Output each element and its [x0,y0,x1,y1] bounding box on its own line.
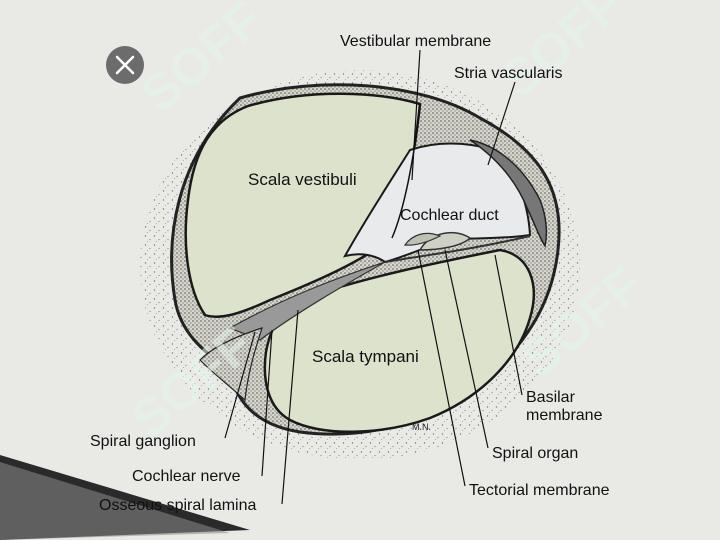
label-stria-vascularis: Stria vascularis [454,65,562,82]
label-vestibular-membrane: Vestibular membrane [340,33,491,50]
label-scala-vestibuli: Scala vestibuli [248,170,357,189]
scala-vestibuli-chamber [184,92,422,318]
leader-lines [224,49,523,505]
spiral-ganglion-structure [199,327,263,402]
basilar-membrane [384,235,531,263]
close-x-icon[interactable] [115,55,135,75]
label-basilar-membrane-line1: Basilar [526,389,576,406]
label-basilar-membrane-line2: membrane [526,407,603,424]
decorative-swoosh-light [0,462,230,540]
label-cochlear-duct: Cochlear duct [400,207,499,224]
vestibular-membrane-line [391,103,421,239]
label-tectorial-membrane: Tectorial membrane [469,482,610,499]
artist-signature: M.N. [412,422,431,432]
label-spiral-ganglion: Spiral ganglion [90,433,196,450]
tectorial-membrane-structure [403,232,442,246]
label-cochlear-nerve: Cochlear nerve [132,468,241,485]
label-osseous-spiral-lamina: Osseous spiral lamina [99,497,257,514]
label-spiral-organ: Spiral organ [492,445,578,462]
scala-tympani-chamber [263,248,535,433]
osseous-spiral-lamina-structure [228,261,386,341]
close-button[interactable] [106,46,144,84]
stria-vascularis-band [469,139,548,248]
label-scala-tympani: Scala tympani [312,347,419,366]
